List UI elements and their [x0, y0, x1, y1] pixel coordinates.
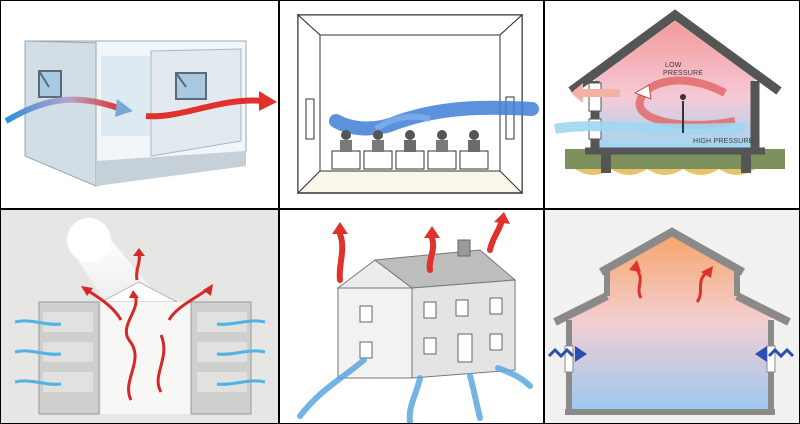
student-desk: [459, 130, 489, 170]
cool-air-arrows: [14, 319, 266, 386]
exhaust-arrowhead: [571, 83, 583, 103]
left-floors: [38, 301, 100, 415]
cool-air-arrowheads: [575, 346, 767, 362]
stack-effect-panel: LOW PRESSURE HIGH PRESSURE: [545, 1, 799, 208]
high-pressure-label: HIGH PRESSURE: [693, 138, 754, 145]
warm-air-arrowheads: [629, 260, 713, 278]
stack-effect-illustration: LOW PRESSURE HIGH PRESSURE: [554, 9, 785, 175]
atrium-illustration: [14, 218, 266, 415]
warm-air-arrowheads: [81, 248, 213, 298]
windows: [359, 297, 503, 359]
airflow-arrowhead-mid: [115, 99, 133, 117]
room-back-wall: [101, 56, 151, 136]
building-interior: [569, 234, 771, 410]
student-desk: [363, 130, 393, 170]
left-window: [38, 70, 62, 98]
ceiling: [296, 14, 524, 36]
right-floors: [190, 301, 252, 415]
room-left-wall: [24, 40, 97, 187]
airflow-swirl: [374, 113, 431, 132]
classroom-panel: [280, 1, 543, 208]
right-lower-roof: [735, 292, 791, 326]
right-window: [505, 96, 515, 140]
cool-air-arrows: [547, 347, 795, 359]
exhaust-arrowheads: [332, 212, 510, 238]
house-interior: [595, 21, 755, 149]
cool-air-inflow: [554, 121, 746, 134]
intake-arrows: [297, 357, 533, 423]
student-desk: [427, 130, 457, 170]
foundation-right: [741, 151, 751, 173]
side-wall: [337, 287, 413, 379]
warm-air-arrowhead: [633, 84, 652, 100]
person-head: [680, 94, 686, 100]
left-lower-roof: [553, 292, 609, 326]
house-exterior-illustration: [297, 212, 533, 423]
left-window-sash: [38, 70, 50, 88]
right-window: [175, 72, 207, 100]
left-window: [564, 345, 574, 373]
chimney: [457, 239, 471, 257]
room-floor: [96, 151, 246, 186]
airflow-arrow-out: [145, 97, 264, 120]
low-pressure-label: LOW: [665, 62, 682, 69]
room-right-wall: [150, 48, 242, 157]
upper-roof: [599, 227, 745, 276]
cross-ventilation-illustration: [4, 40, 277, 187]
airflow-arrowhead-out: [259, 91, 277, 111]
student-desk: [331, 130, 361, 170]
classroom-illustration: [296, 13, 539, 195]
airflow-arrow-in: [4, 96, 123, 124]
roof: [568, 9, 782, 95]
foundation-left: [601, 151, 611, 173]
right-window-sash: [175, 72, 187, 88]
house-exterior-panel: [280, 210, 543, 423]
atrium-void: [101, 302, 191, 414]
left-window: [305, 98, 315, 140]
front-door: [457, 333, 473, 363]
front-wall: [411, 279, 516, 379]
warm-air-arrows: [635, 269, 709, 303]
student-desk: [395, 130, 425, 170]
clerestory-illustration: [547, 227, 795, 415]
warm-air-arrows: [86, 253, 210, 401]
low-pressure-label-2: PRESSURE: [663, 70, 703, 77]
soil: [575, 169, 755, 175]
atrium-panel: [1, 210, 278, 423]
students-row: [331, 130, 489, 170]
clerestory-panel: [545, 210, 799, 423]
cross-ventilation-panel: [1, 1, 278, 208]
